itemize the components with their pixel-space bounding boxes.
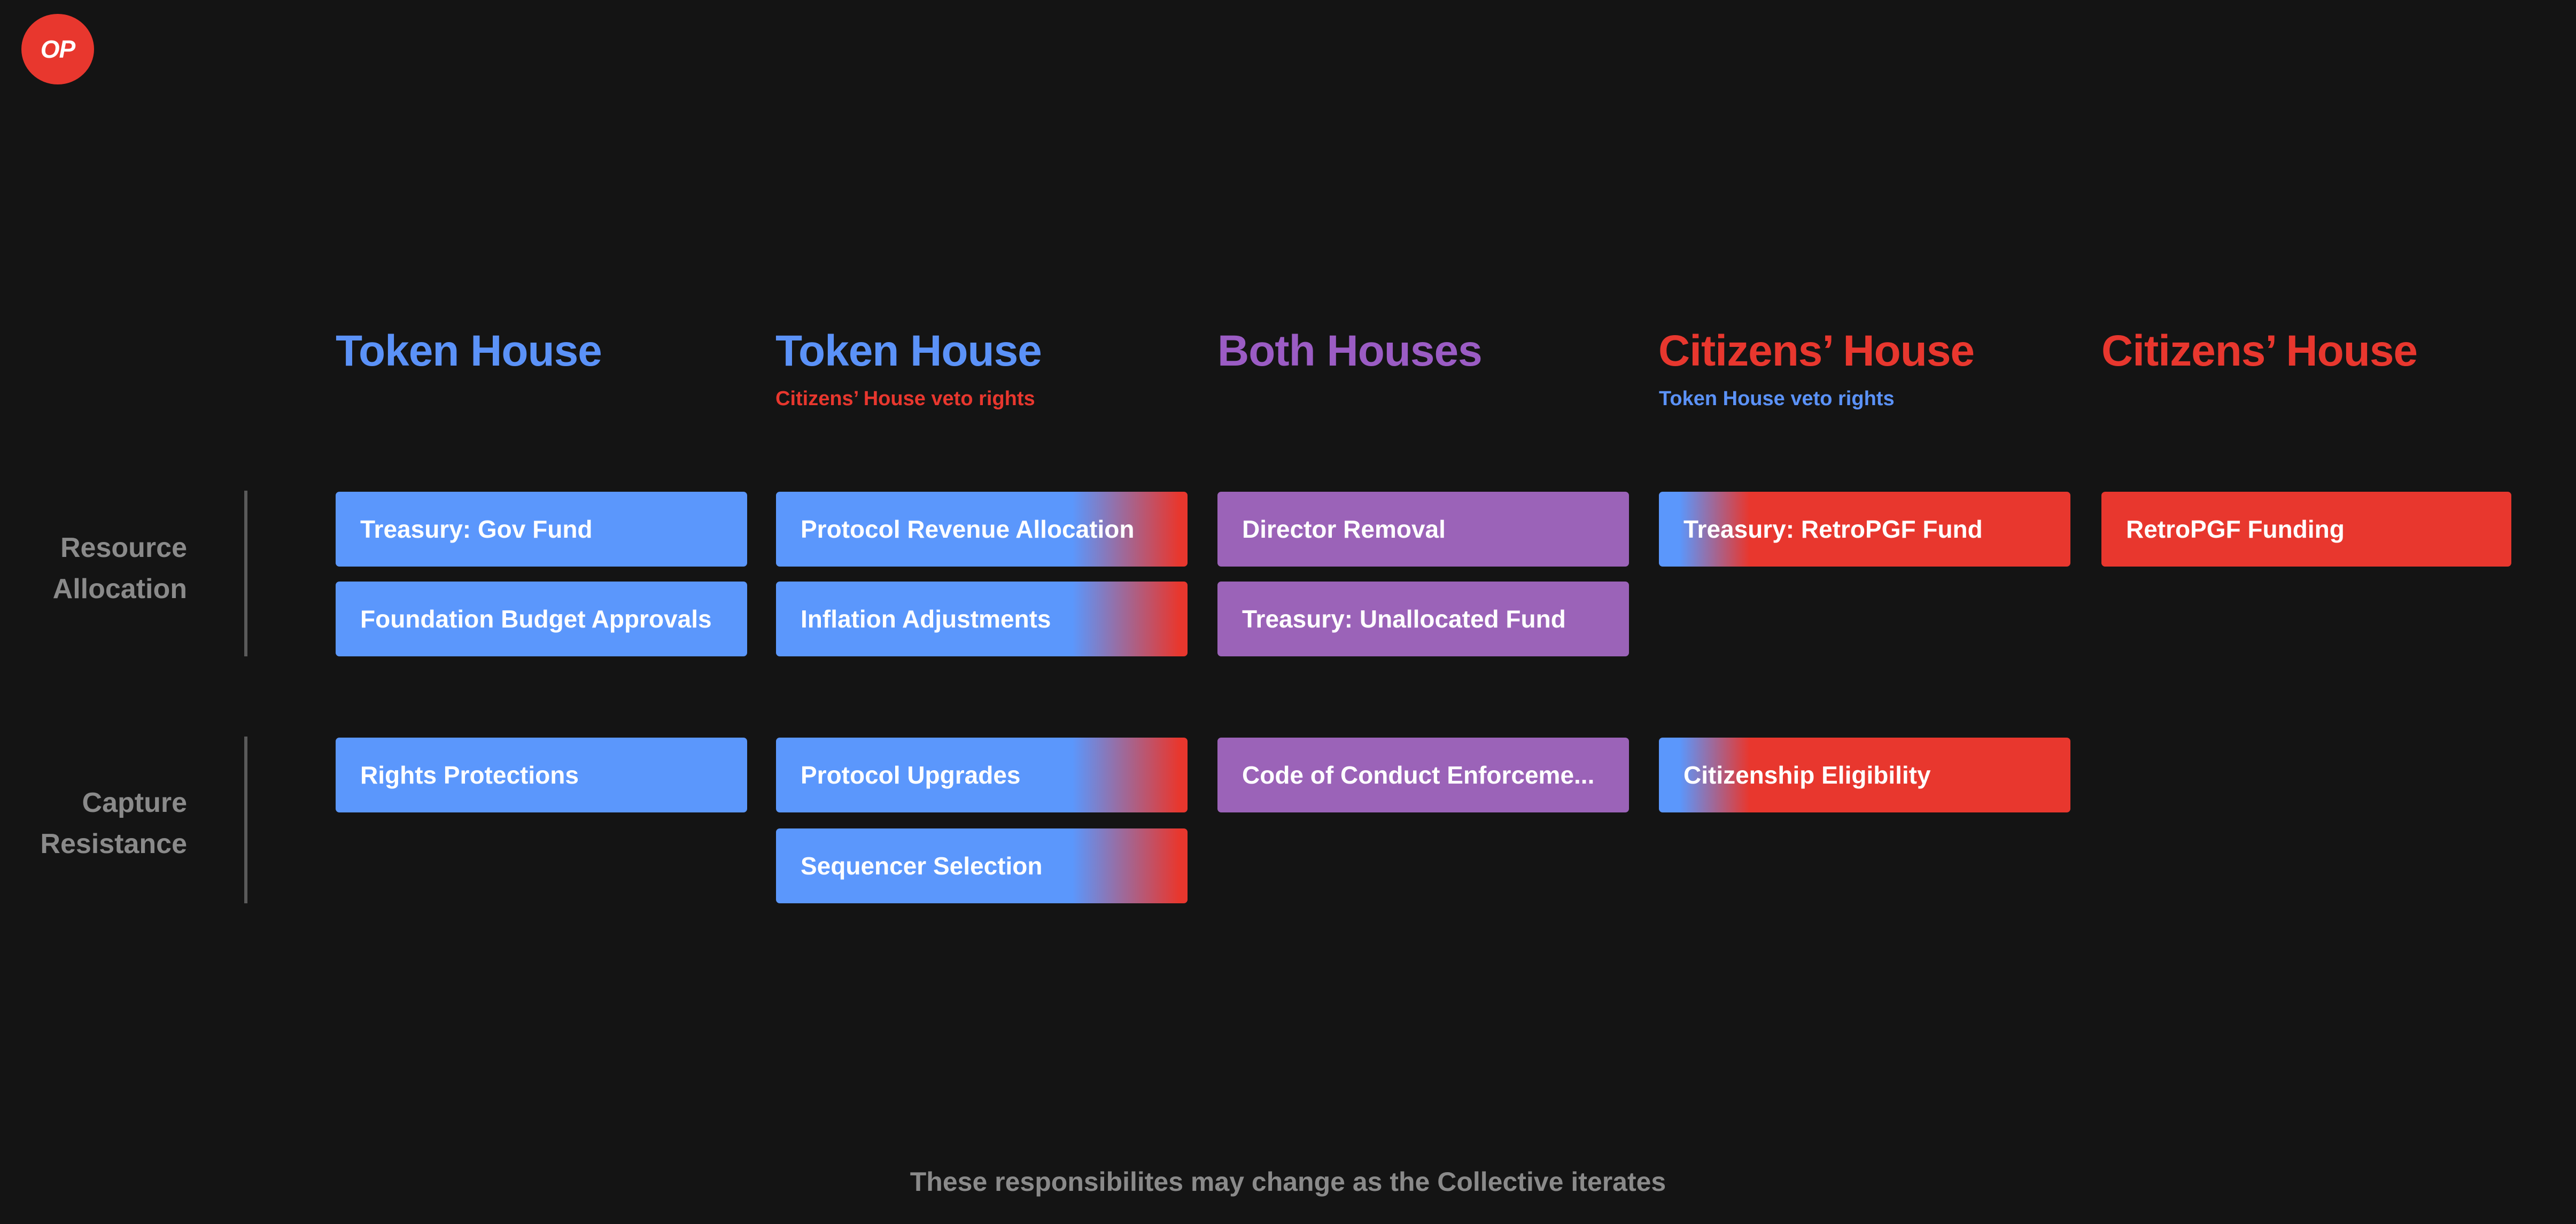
responsibility-box: RetroPGF Funding: [2101, 492, 2511, 567]
column-subtitle-token-veto: Token House veto rights: [1659, 388, 1895, 410]
responsibility-box: Treasury: Unallocated Fund: [1217, 582, 1629, 656]
responsibility-box: Treasury: Gov Fund: [336, 492, 747, 567]
op-logo-text: OP: [40, 35, 75, 63]
box-label: Director Removal: [1242, 515, 1446, 543]
row-label-capture-resistance: Capture Resistance: [11, 783, 187, 865]
op-logo: OP: [21, 14, 94, 84]
row-label-line: Allocation: [52, 574, 187, 605]
box-label: Sequencer Selection: [801, 852, 1043, 880]
column-title-token-house: Token House: [336, 327, 602, 375]
row-label-resource-allocation: Resource Allocation: [11, 528, 187, 610]
box-label: Inflation Adjustments: [801, 605, 1051, 633]
responsibility-box: Code of Conduct Enforceme...: [1217, 738, 1629, 812]
footer-note: These responsibilites may change as the …: [910, 1167, 1666, 1197]
column-title-both-houses: Both Houses: [1217, 327, 1483, 375]
column-title-token-house-veto: Token House: [775, 327, 1042, 375]
responsibility-box: Treasury: RetroPGF Fund: [1659, 492, 2070, 567]
responsibility-box: Director Removal: [1217, 492, 1629, 567]
box-label: Foundation Budget Approvals: [360, 605, 712, 633]
row-divider: [244, 737, 247, 903]
box-label: Rights Protections: [360, 761, 579, 789]
column-subtitle-citizens-veto: Citizens’ House veto rights: [775, 388, 1035, 410]
box-label: Protocol Revenue Allocation: [801, 515, 1135, 543]
row-label-line: Resistance: [40, 828, 187, 859]
box-label: RetroPGF Funding: [2126, 515, 2345, 543]
row-divider: [244, 491, 247, 656]
responsibility-box: Foundation Budget Approvals: [336, 582, 747, 656]
column-title-citizens-house-veto: Citizens’ House: [1658, 327, 1975, 375]
box-label: Code of Conduct Enforceme...: [1242, 761, 1595, 789]
row-label-line: Resource: [60, 532, 187, 563]
responsibility-box: Protocol Revenue Allocation: [776, 492, 1188, 567]
box-label: Treasury: Gov Fund: [360, 515, 593, 543]
responsibility-box: Citizenship Eligibility: [1659, 738, 2070, 812]
responsibility-box: Protocol Upgrades: [776, 738, 1188, 812]
responsibility-box: Inflation Adjustments: [776, 582, 1188, 656]
box-label: Protocol Upgrades: [801, 761, 1021, 789]
column-title-citizens-house: Citizens’ House: [2101, 327, 2418, 375]
box-label: Treasury: Unallocated Fund: [1242, 605, 1566, 633]
row-label-line: Capture: [82, 787, 187, 818]
box-label: Treasury: RetroPGF Fund: [1683, 515, 1983, 543]
responsibility-box: Sequencer Selection: [776, 828, 1188, 903]
responsibility-box: Rights Protections: [336, 738, 747, 812]
box-label: Citizenship Eligibility: [1683, 761, 1931, 789]
